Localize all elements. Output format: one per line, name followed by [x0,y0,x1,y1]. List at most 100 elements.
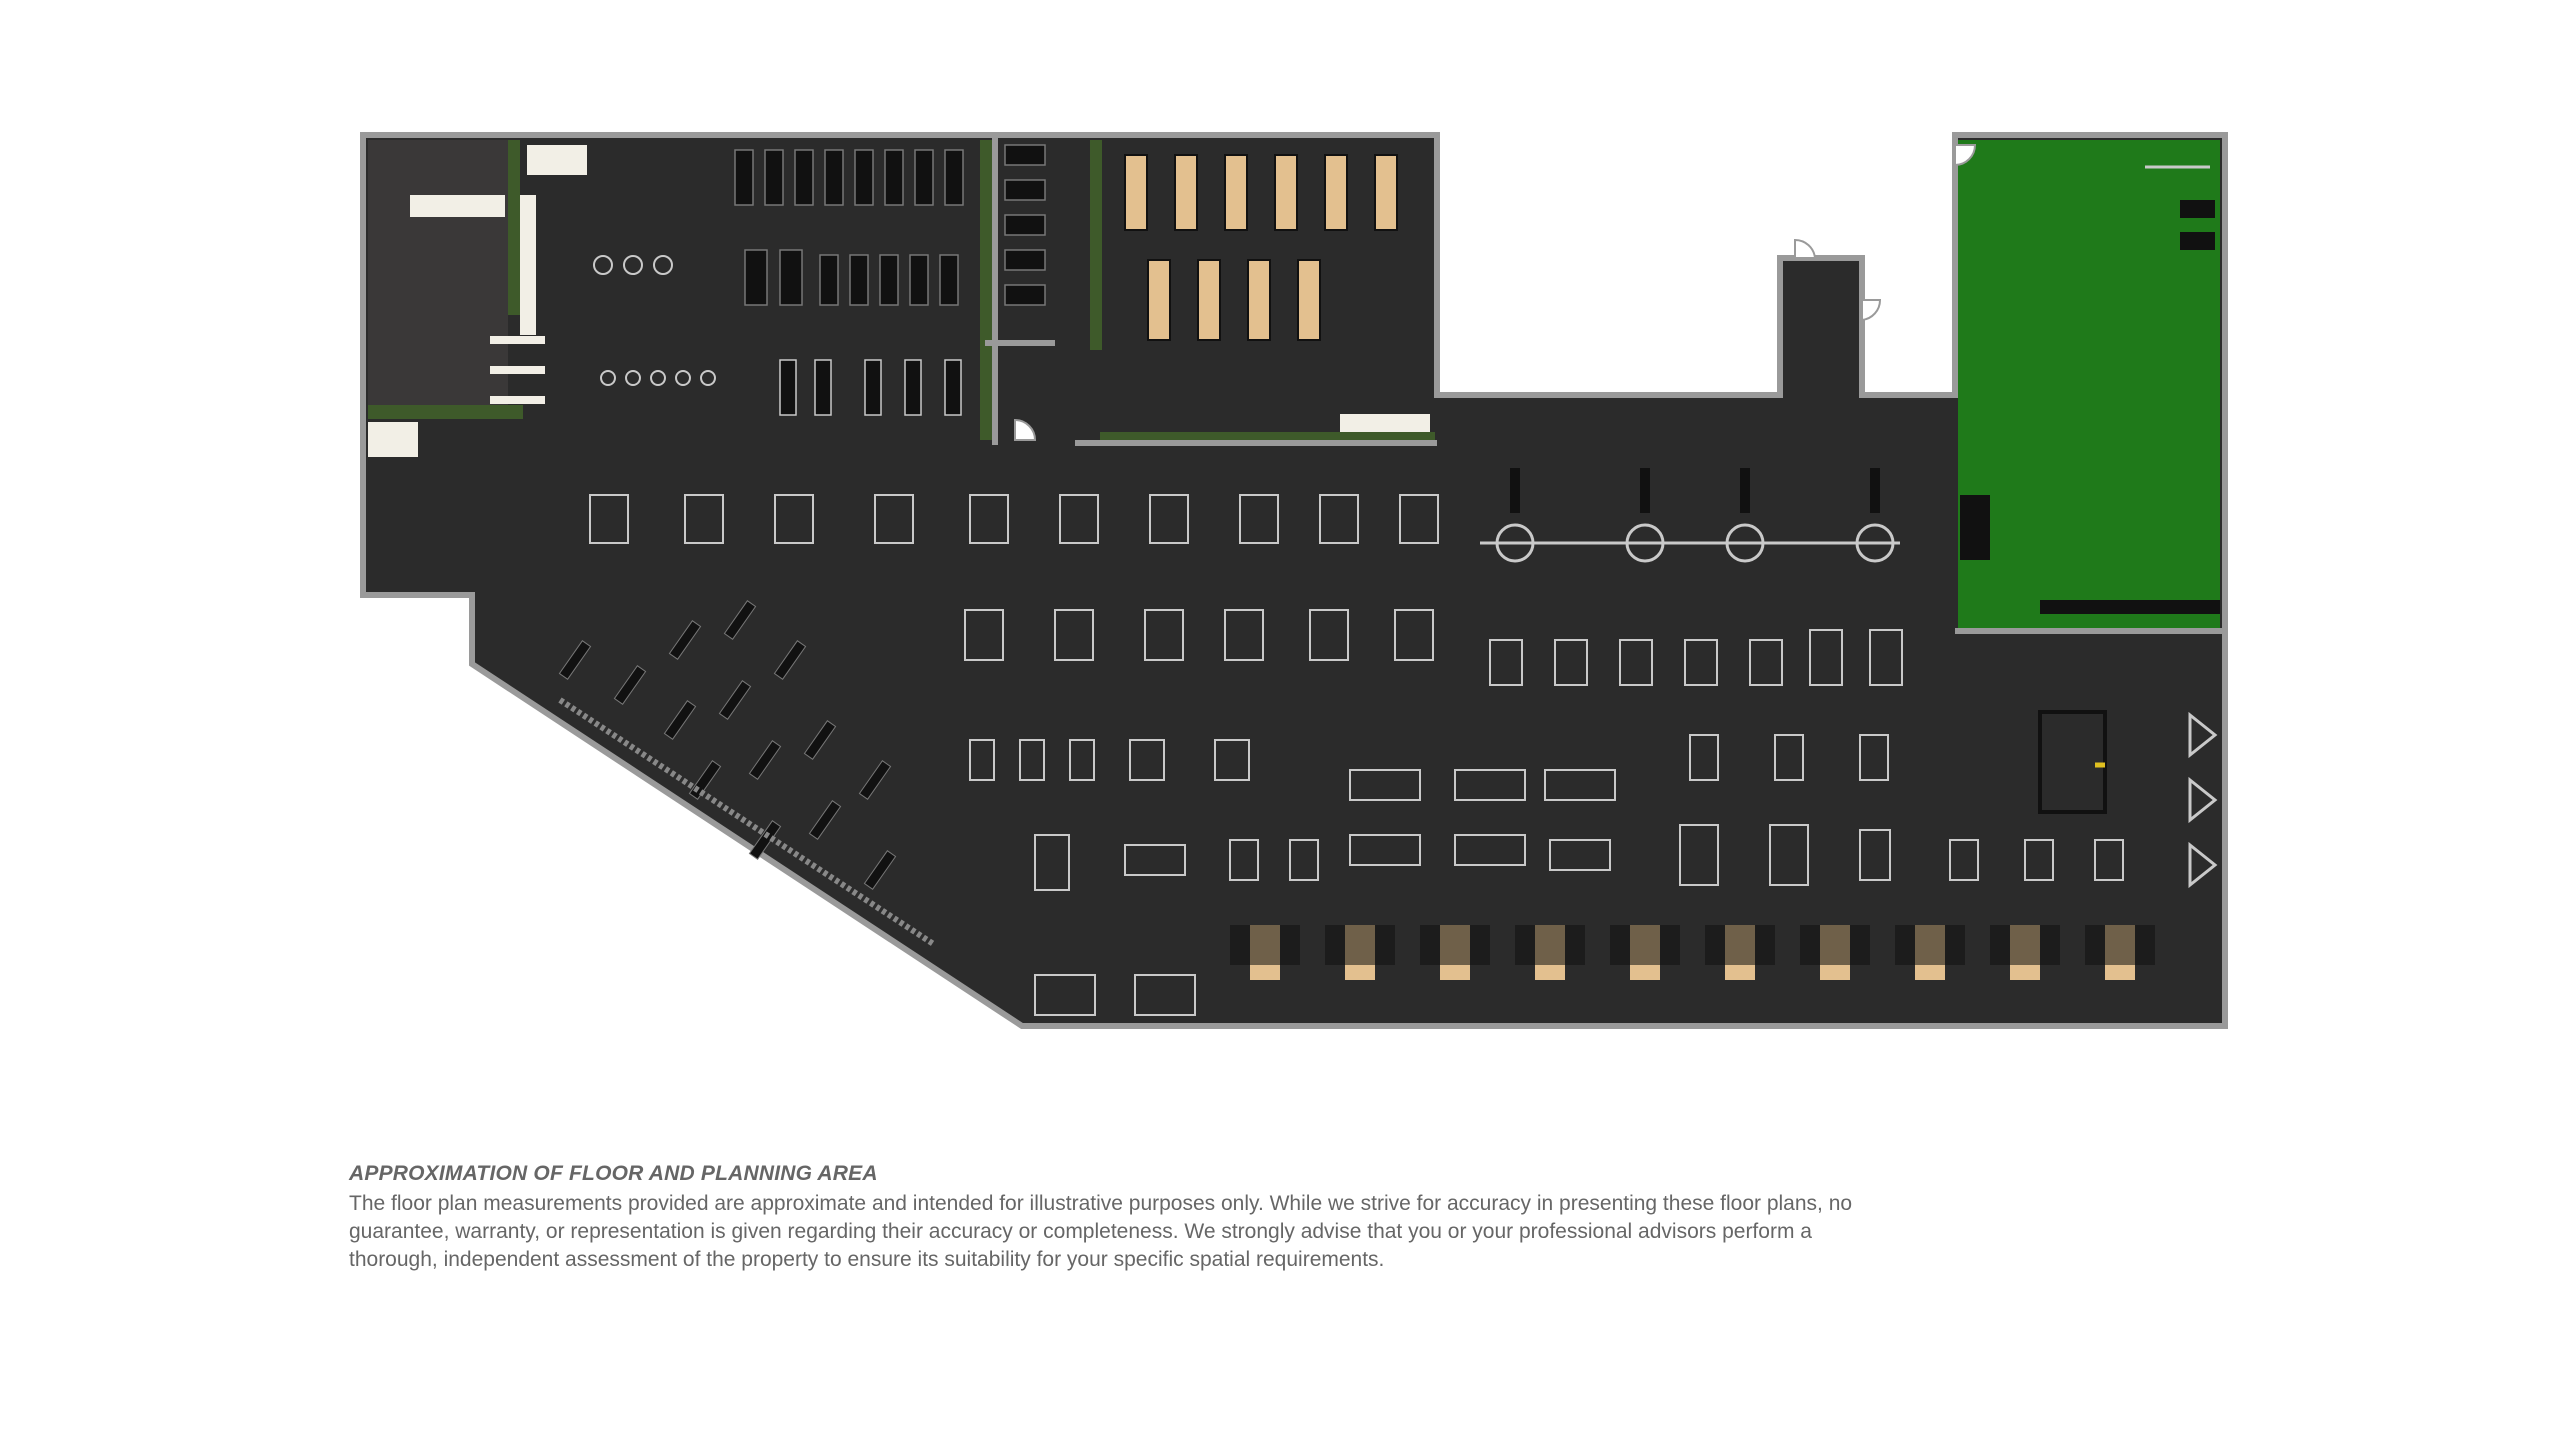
triangle-icon [2188,776,2218,824]
rack-icon [2040,600,2220,614]
bike-row [593,255,716,386]
rower-icon [1004,144,1046,166]
bike-icon [623,255,643,275]
disclaimer-line-1: The floor plan measurements provided are… [349,1192,1853,1215]
door-swing-icon [1014,418,1037,441]
strength-machine-icon [969,494,1009,544]
station-icon [1949,839,1979,881]
dumbbell-rack [558,697,937,948]
turf-zone [1958,140,2220,630]
bottom-cardio-machines [1230,925,2155,965]
station-icon [1689,734,1719,781]
strength-machine-icon [1059,494,1099,544]
elliptical-icon [864,359,882,416]
bench-icon [748,820,782,860]
rower-icon [1004,249,1046,271]
treadmill-icon [824,149,844,206]
treadmill-icon [884,149,904,206]
reformer-icon [1247,259,1271,341]
bench-array [558,600,897,890]
station-icon [1349,769,1421,801]
storage-block [527,145,587,175]
rower-icon [1004,179,1046,201]
station-icon [1544,769,1616,801]
bike-icon [600,370,616,386]
station-icon [969,739,995,781]
disclaimer-body: The floor plan measurements provided are… [349,1190,1969,1274]
treadmill-icon [879,254,899,306]
station-icon [1774,734,1804,781]
strength-machine-icon [964,609,1004,661]
bench-icon [718,680,752,720]
strength-machine-icon [589,494,629,544]
sled-icon [1960,495,1990,560]
studio-rowers [1004,144,1046,306]
studio-wall-vertical [992,135,998,445]
strength-machine-icon [874,494,914,544]
reformer-icon [1147,259,1171,341]
bike-icon [625,370,641,386]
treadmill-icon [909,254,929,306]
strength-machine-icon [1399,494,1439,544]
treadmill-icon [734,149,754,206]
studio-wall-partial [985,340,1055,346]
station-icon [1124,844,1186,876]
station-icon [1214,739,1250,781]
bench-icon [858,760,892,800]
sled-icon [2180,232,2215,250]
strength-machine-icon [1309,609,1349,661]
station-icon [1549,839,1611,871]
bike-icon [593,255,613,275]
treadmill-icon [854,149,874,206]
strength-machine-icon [1224,609,1264,661]
treadmill-icon [849,254,869,306]
reformer-icon [1197,259,1221,341]
strength-machine-icon [684,494,724,544]
disclaimer: APPROXIMATION OF FLOOR AND PLANNING AREA… [349,1162,1969,1274]
bench-icon [863,850,897,890]
treadmill-icon [779,249,803,306]
entrance-stripe-1 [490,336,545,344]
reception-counter [520,195,536,335]
station-icon [1454,834,1526,866]
station-icon [2094,839,2124,881]
station-icon [1859,734,1889,781]
bench-icon [808,800,842,840]
station-icon [1454,769,1526,801]
station-icon [1769,824,1809,886]
planter-lobby-horizontal [368,405,523,419]
bike-icon [700,370,716,386]
planter-studio-vertical-2 [1090,140,1102,350]
rower-icon [1004,214,1046,236]
elliptical-icon [904,359,922,416]
bench-icon [613,665,647,705]
door-swing-icon [1954,144,1977,167]
station-icon [1349,834,1421,866]
treadmill-icon [819,254,839,306]
reformer-icon [1224,154,1248,231]
treadmill-icon [1610,925,1680,965]
strength-row-1 [589,494,1439,544]
strength-machine-icon [1319,494,1359,544]
reception-desk [410,195,505,217]
treadmill-icon [2085,925,2155,965]
elliptical-icon [779,359,797,416]
platform-icon [1725,523,1765,563]
bench-icon [748,740,782,780]
strength-machine-icon [1869,629,1903,686]
triangle-icon [2188,841,2218,889]
treadmill-icon [794,149,814,206]
planter-left-vertical [508,140,520,315]
bike-icon [675,370,691,386]
station-icon [1229,839,1259,881]
station-icon [1859,829,1891,881]
strength-machine-icon [1684,639,1718,686]
elliptical-icon [814,359,832,416]
studio-bench [1340,414,1430,432]
bike-icon [653,255,673,275]
door-swing-icon [1861,299,1882,322]
treadmill-icon [744,249,768,306]
station-icon [1129,739,1165,781]
elliptical-row [779,359,962,416]
bench-icon [723,600,757,640]
